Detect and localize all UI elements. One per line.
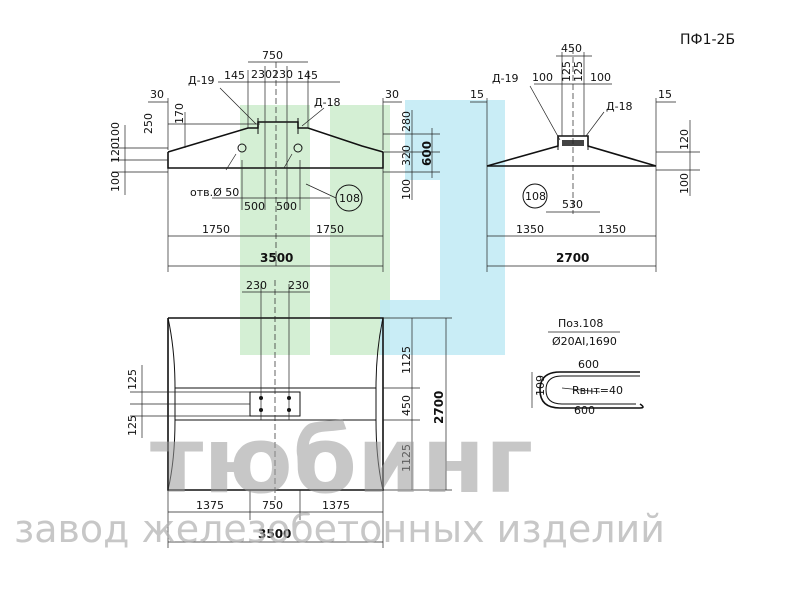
rebar-detail xyxy=(531,331,644,409)
rebar-dim-600-bottom: 600 xyxy=(574,404,595,417)
plan-dim-3500: 3500 xyxy=(258,527,291,541)
plan-dim-1375-right: 1375 xyxy=(322,499,350,512)
rebar-position: Поз.108 xyxy=(558,317,603,330)
front-dim-280: 280 xyxy=(400,111,413,132)
plan-view xyxy=(130,280,452,548)
plan-dim-750: 750 xyxy=(262,499,283,512)
rebar-radius: Rвнт=40 xyxy=(572,384,623,397)
plan-dim-2700: 2700 xyxy=(432,391,446,424)
side-dim-125-right: 125 xyxy=(572,61,585,82)
plan-dim-230-right: 230 xyxy=(288,279,309,292)
side-dim-100-right: 100 xyxy=(590,71,611,84)
front-section xyxy=(112,61,440,272)
front-dim-1750-left: 1750 xyxy=(202,223,230,236)
plan-dim-450: 450 xyxy=(400,395,413,416)
front-dim-250: 250 xyxy=(142,113,155,134)
watermark-logo xyxy=(240,100,505,355)
plan-dim-1375-left: 1375 xyxy=(196,499,224,512)
side-label-d19: Д-19 xyxy=(492,72,519,85)
side-section xyxy=(470,48,700,272)
front-label-d18: Д-18 xyxy=(314,96,341,109)
side-dim-2700: 2700 xyxy=(556,251,589,265)
side-label-d18: Д-18 xyxy=(606,100,633,113)
front-dim-3500: 3500 xyxy=(260,251,293,265)
plan-dim-1125-top: 1125 xyxy=(400,346,413,374)
front-dim-600: 600 xyxy=(420,141,434,166)
front-dim-1750-right: 1750 xyxy=(316,223,344,236)
front-dim-145-right: 145 xyxy=(297,69,318,82)
front-dim-230-left: 230 xyxy=(251,68,272,81)
front-dim-30-right: 30 xyxy=(385,88,399,101)
front-callout-108: 108 xyxy=(339,192,360,205)
front-dim-100-right: 100 xyxy=(400,179,413,200)
rebar-spec: Ø20AI,1690 xyxy=(552,335,617,348)
side-dim-1350-left: 1350 xyxy=(516,223,544,236)
rebar-dim-109: 109 xyxy=(534,375,547,396)
side-callout-108: 108 xyxy=(525,190,546,203)
side-dim-125-left: 125 xyxy=(560,61,573,82)
plan-dim-230-left: 230 xyxy=(246,279,267,292)
watermark-brand: тюбинг xyxy=(150,407,533,514)
side-dim-450: 450 xyxy=(561,42,582,55)
front-dim-120: 120 xyxy=(109,142,122,163)
front-dim-100-bottom: 100 xyxy=(109,171,122,192)
front-dim-320: 320 xyxy=(400,145,413,166)
front-dim-100-top: 100 xyxy=(109,122,122,143)
front-dim-750: 750 xyxy=(262,49,283,62)
side-dim-1350-right: 1350 xyxy=(598,223,626,236)
front-dim-500-left: 500 xyxy=(244,200,265,213)
watermark-subtitle: завод железобетонных изделий xyxy=(14,507,665,551)
front-dim-230-right: 230 xyxy=(272,68,293,81)
front-dim-170: 170 xyxy=(173,103,186,124)
rebar-dim-600-top: 600 xyxy=(578,358,599,371)
side-dim-530: 530 xyxy=(562,198,583,211)
front-label-d19: Д-19 xyxy=(188,74,215,87)
plan-dim-1125-bottom: 1125 xyxy=(400,444,413,472)
side-dim-15-left: 15 xyxy=(470,88,484,101)
side-dim-15-right: 15 xyxy=(658,88,672,101)
side-dim-120: 120 xyxy=(678,129,691,150)
front-dim-145-left: 145 xyxy=(224,69,245,82)
front-hole-label: отв.Ø 50 xyxy=(190,186,239,199)
front-dim-30-left: 30 xyxy=(150,88,164,101)
side-dim-100-left: 100 xyxy=(532,71,553,84)
front-dim-500-right: 500 xyxy=(276,200,297,213)
plan-dim-125-top: 125 xyxy=(126,369,139,390)
plan-dim-125-bottom: 125 xyxy=(126,415,139,436)
drawing-title: ПФ1-2Б xyxy=(680,32,735,48)
side-dim-100: 100 xyxy=(678,173,691,194)
